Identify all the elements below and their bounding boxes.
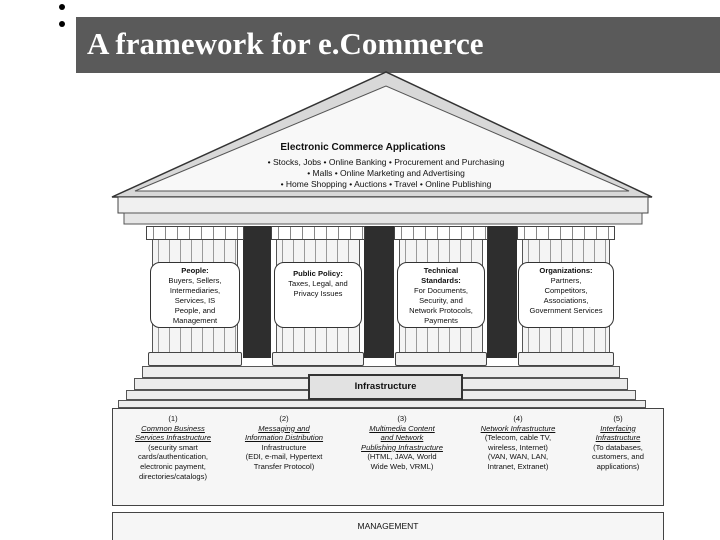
item-heading: Infrastructure bbox=[595, 433, 641, 443]
pillar-text: Buyers, Sellers, bbox=[168, 276, 222, 285]
entablature bbox=[117, 196, 649, 214]
title-bar: A framework for e.Commerce bbox=[76, 17, 720, 73]
infrastructure-item-4: (4) Network Infrastructure (Telecom, cab… bbox=[466, 414, 570, 472]
item-text: directories/catalogs) bbox=[139, 471, 207, 481]
pillar-people: People: Buyers, Sellers, Intermediaries,… bbox=[150, 262, 240, 328]
pillar-text: Intermediaries, bbox=[169, 286, 221, 295]
infrastructure-item-1: (1) Common Business Services Infrastruct… bbox=[122, 414, 224, 481]
item-number: (1) bbox=[168, 414, 178, 423]
pillar-base bbox=[518, 352, 614, 366]
item-number: (2) bbox=[279, 414, 289, 423]
step-4 bbox=[118, 400, 646, 408]
item-text: (security smart bbox=[148, 442, 198, 452]
roof-inner-pediment bbox=[134, 85, 630, 192]
pillar-capital bbox=[394, 226, 488, 240]
item-text: wireless, Internet) bbox=[488, 442, 548, 452]
pillar-text: Payments bbox=[424, 316, 458, 325]
infrastructure-platform bbox=[112, 408, 664, 506]
pillar-text: Privacy Issues bbox=[293, 289, 343, 298]
item-heading: Multimedia Content bbox=[369, 423, 435, 433]
item-number: (3) bbox=[397, 414, 407, 423]
pillar-text: Taxes, Legal, and bbox=[288, 279, 348, 288]
roof-line: • Home Shopping • Auctions • Travel • On… bbox=[280, 179, 492, 189]
item-text: applications) bbox=[596, 461, 640, 471]
pillar-text: Partners, bbox=[550, 276, 582, 285]
item-heading: Common Business bbox=[141, 423, 205, 433]
bullet-icon bbox=[59, 4, 65, 10]
pillar-text: Services, IS bbox=[174, 296, 216, 305]
pillar-capital bbox=[517, 226, 615, 240]
pillar-base bbox=[395, 352, 487, 366]
roof-pediment bbox=[111, 71, 653, 198]
pillar-base bbox=[272, 352, 364, 366]
pillar-capital bbox=[271, 226, 365, 240]
pillar-text: Associations, bbox=[543, 296, 589, 305]
entablature-lower bbox=[123, 212, 643, 225]
infrastructure-item-3: (3) Multimedia Content and Network Publi… bbox=[346, 414, 458, 472]
pillar-heading: Technical bbox=[423, 266, 459, 275]
item-text: (Telecom, cable TV, bbox=[484, 433, 552, 443]
pillar-heading: Organizations: bbox=[539, 266, 593, 275]
pillar-capital bbox=[146, 226, 244, 240]
pillar-gap bbox=[243, 226, 271, 358]
item-text: customers, and bbox=[592, 452, 644, 462]
roof-line: • Malls • Online Marketing and Advertisi… bbox=[307, 168, 465, 178]
item-number: (4) bbox=[513, 414, 523, 423]
pillar-text: Network Protocols, bbox=[409, 306, 473, 315]
slide-title: A framework for e.Commerce bbox=[87, 26, 484, 61]
pillar-technical-standards: Technical Standards: For Documents, Secu… bbox=[397, 262, 485, 328]
item-text: (VAN, WAN, LAN, bbox=[487, 452, 549, 462]
pillar-gap bbox=[364, 226, 394, 358]
pillar-text: Competitors, bbox=[544, 286, 588, 295]
item-text: cards/authentication, bbox=[137, 452, 209, 462]
item-text: electronic payment, bbox=[140, 461, 206, 471]
pillar-heading: Standards: bbox=[421, 276, 461, 285]
item-text: Intranet, Extranet) bbox=[487, 461, 549, 471]
pillar-gap bbox=[487, 226, 517, 358]
item-text: Transfer Protocol) bbox=[253, 461, 315, 471]
pillar-organizations: Organizations: Partners, Competitors, As… bbox=[518, 262, 614, 328]
pillar-text: Security, and bbox=[419, 296, 463, 305]
pillar-base bbox=[148, 352, 242, 366]
pillar-text: People, and bbox=[174, 306, 216, 315]
pillar-text: Management bbox=[172, 316, 218, 325]
management-foundation: MANAGEMENT bbox=[112, 512, 664, 540]
pillar-text: For Documents, bbox=[413, 286, 469, 295]
pillar-heading: People: bbox=[181, 266, 209, 275]
item-heading: Network Infrastructure bbox=[480, 423, 556, 433]
pillar-heading: Public Policy: bbox=[293, 269, 343, 278]
item-text: Wide Web, VRML) bbox=[370, 461, 434, 471]
pillar-text: Government Services bbox=[529, 306, 603, 315]
item-heading: Information Distribution bbox=[244, 433, 324, 443]
item-heading: Services Infrastructure bbox=[135, 433, 211, 443]
item-text: (EDI, e-mail, Hypertext bbox=[245, 452, 323, 462]
infrastructure-item-5: (5) Interfacing Infrastructure (To datab… bbox=[576, 414, 660, 472]
item-heading: and Network bbox=[380, 433, 424, 443]
infrastructure-label: Infrastructure bbox=[308, 374, 463, 400]
item-heading: Interfacing bbox=[600, 423, 636, 433]
roof-line: • Stocks, Jobs • Online Banking • Procur… bbox=[267, 157, 505, 167]
item-text: (HTML, JAVA, World bbox=[367, 452, 437, 462]
pillar-public-policy: Public Policy: Taxes, Legal, and Privacy… bbox=[274, 262, 362, 328]
slide-bullets bbox=[59, 4, 71, 38]
item-text: (To databases, bbox=[593, 442, 643, 452]
roof-title: Electronic Commerce Applications bbox=[280, 142, 446, 153]
item-number: (5) bbox=[613, 414, 623, 423]
item-text: Infrastructure bbox=[261, 442, 307, 452]
bullet-icon bbox=[59, 21, 65, 27]
item-heading: Messaging and bbox=[258, 423, 310, 433]
item-heading: Publishing Infrastructure bbox=[361, 442, 443, 452]
infrastructure-item-2: (2) Messaging and Information Distributi… bbox=[230, 414, 338, 472]
